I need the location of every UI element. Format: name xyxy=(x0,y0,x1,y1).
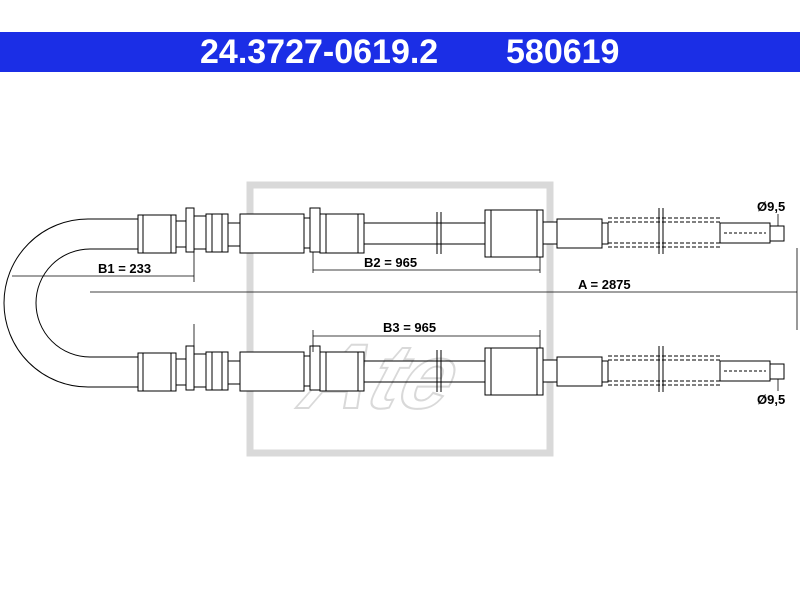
title-bar: 24.3727-0619.2 580619 xyxy=(0,32,800,72)
bottom-cable xyxy=(137,345,785,396)
dimension-b1: B1 = 233 xyxy=(98,261,151,276)
top-cable xyxy=(137,207,785,258)
dimension-a: A = 2875 xyxy=(578,277,631,292)
u-bend xyxy=(3,218,138,388)
part-number: 24.3727-0619.2 xyxy=(200,33,439,71)
diameter-bottom: Ø9,5 xyxy=(757,392,785,407)
diameter-top: Ø9,5 xyxy=(757,199,785,214)
dimension-b2: B2 = 965 xyxy=(364,255,417,270)
reference-number: 580619 xyxy=(506,33,620,71)
dimension-lines xyxy=(12,214,798,391)
dimension-b3: B3 = 965 xyxy=(383,320,436,335)
